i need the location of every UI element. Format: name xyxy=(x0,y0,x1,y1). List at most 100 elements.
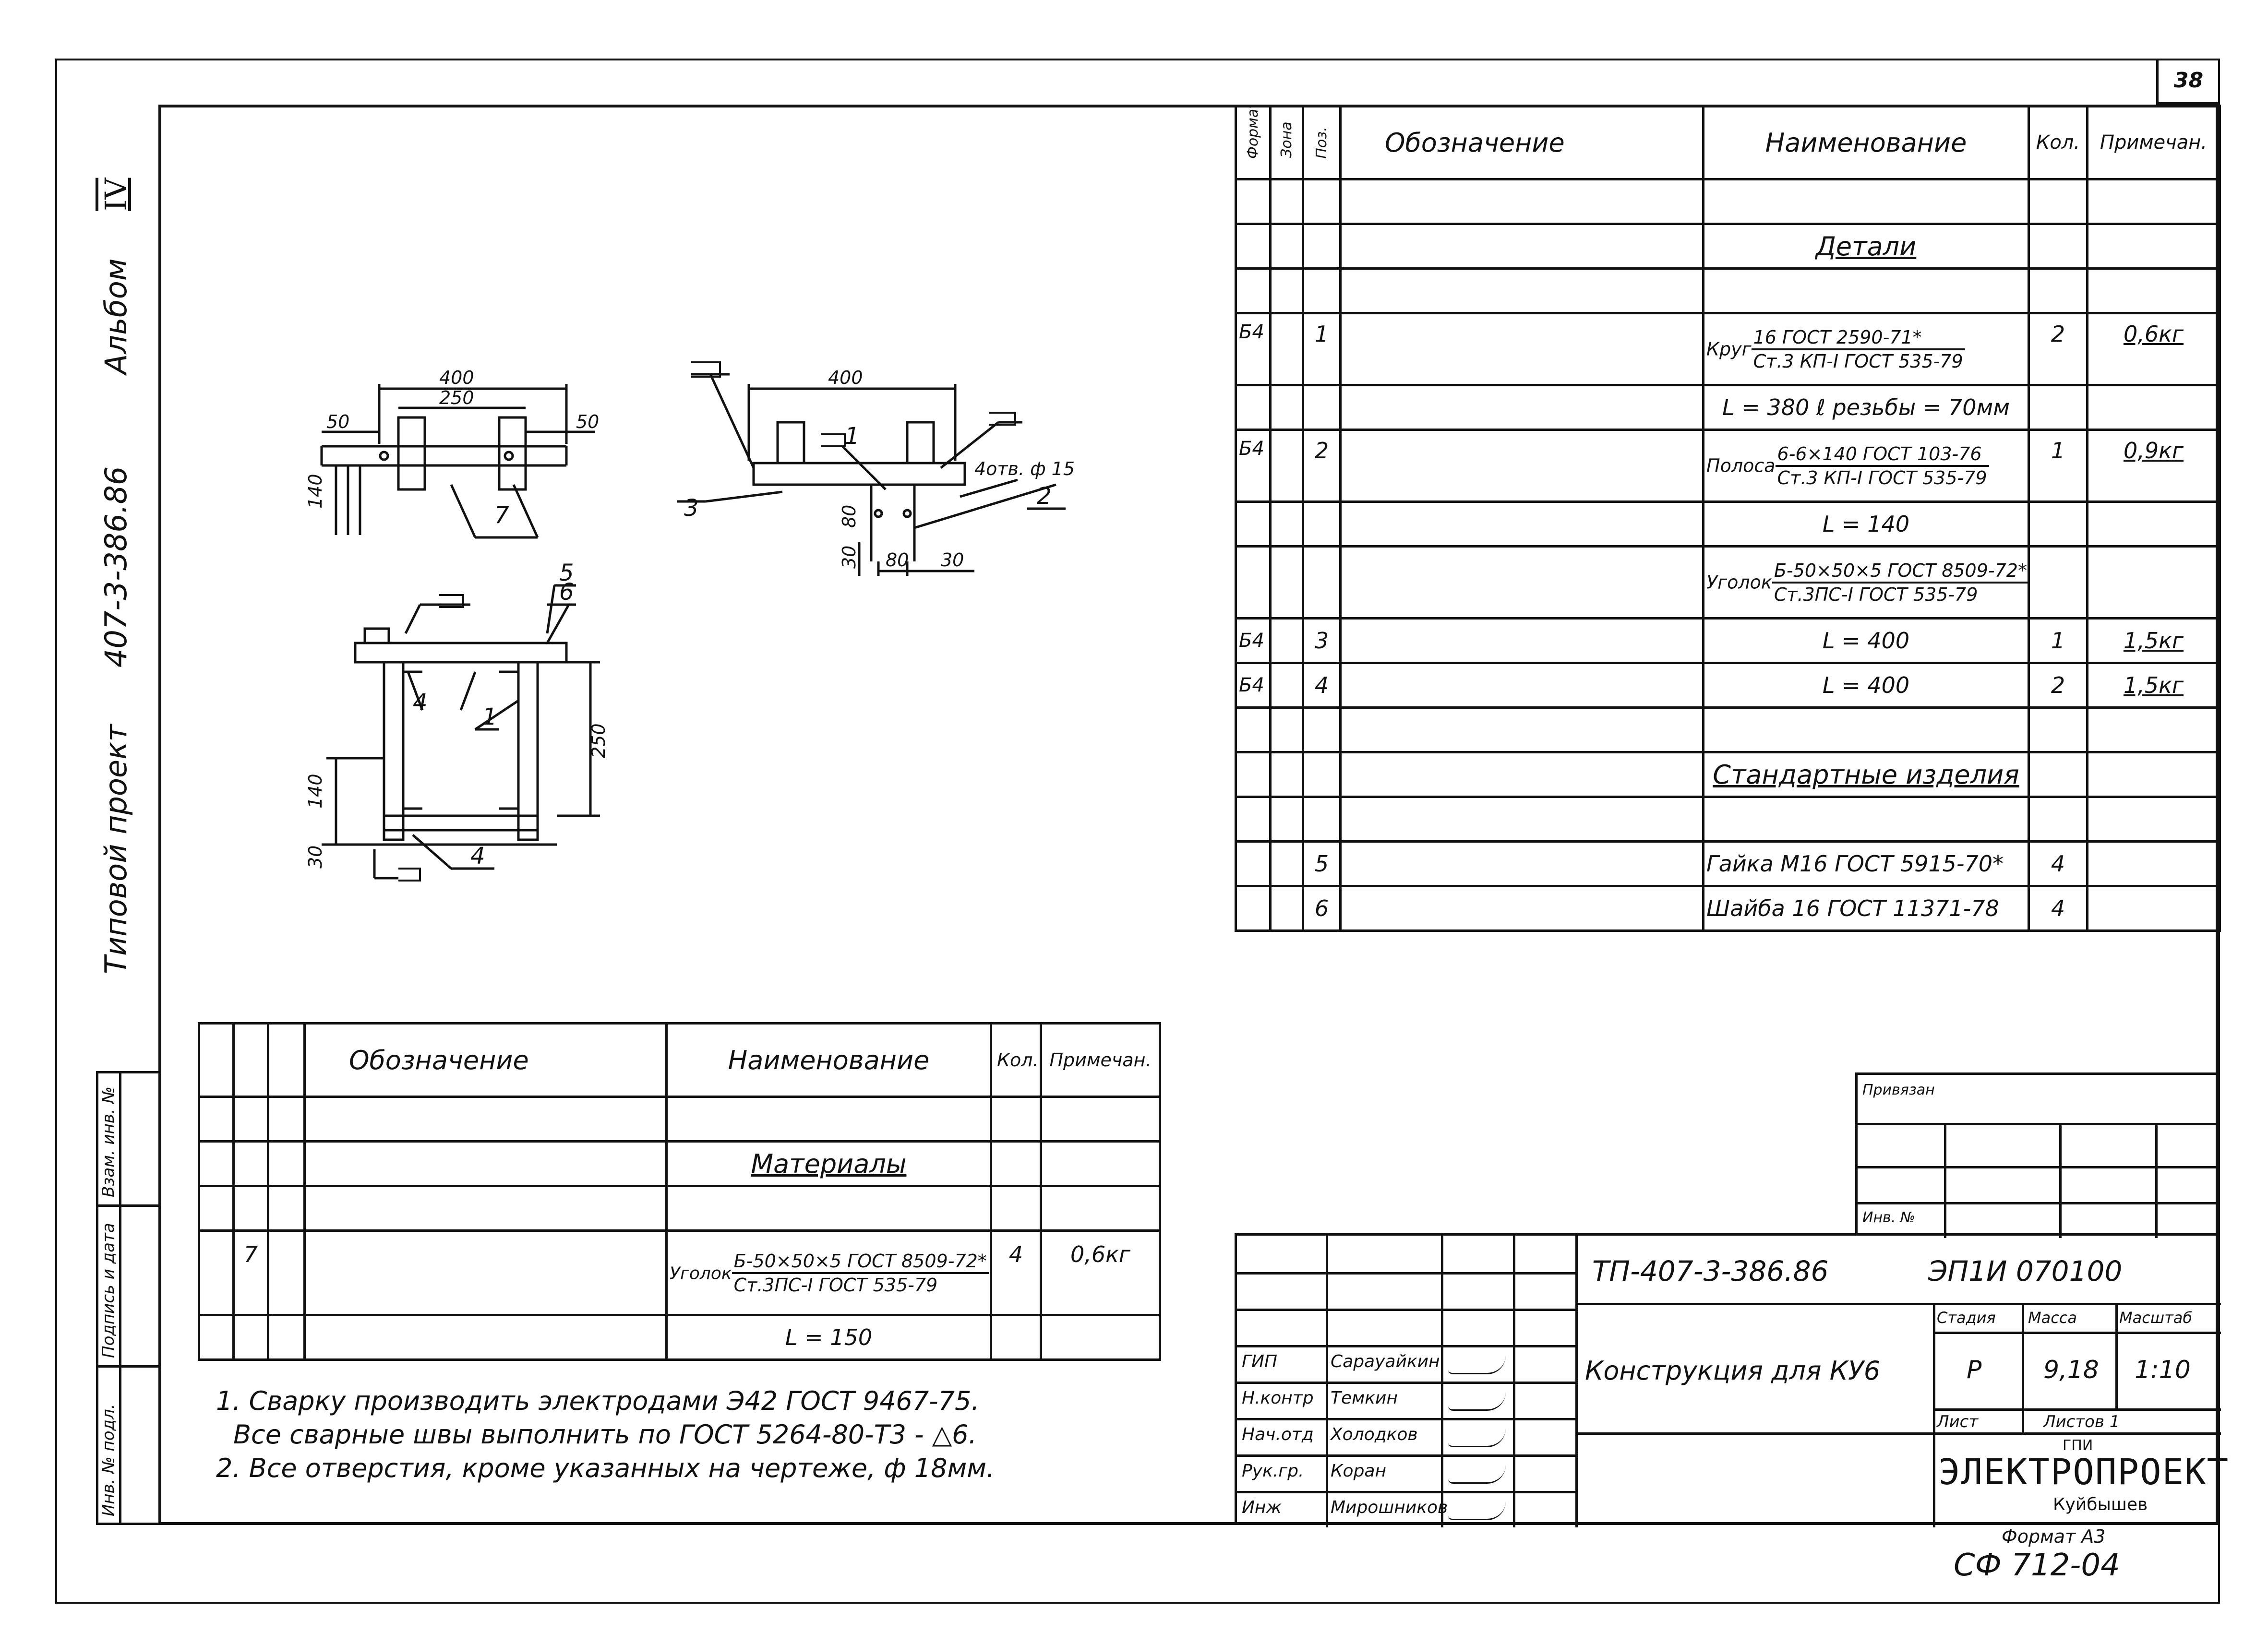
spec-note xyxy=(2086,751,2221,798)
dim-30-v3: 30 xyxy=(305,846,326,869)
spec-pos xyxy=(1302,751,1342,798)
spec-format xyxy=(1235,384,1272,431)
spec-note: 0,9кг xyxy=(2086,429,2221,503)
header-name: Наименование xyxy=(1702,105,2030,180)
doc-code: ТП-407-3-386.86 xyxy=(1592,1255,1829,1287)
mat-row-empty xyxy=(198,1185,1161,1232)
inv-podl-label: Инв. № подл. xyxy=(99,1404,118,1516)
note-1-cont: Все сварные швы выполнить по ГОСТ 5264-8… xyxy=(233,1419,977,1450)
signature-mark xyxy=(1448,1465,1506,1484)
weld-symbol xyxy=(439,594,464,608)
spec-pos: 2 xyxy=(1302,429,1342,503)
spec-designation xyxy=(1339,885,1704,932)
sheet-number-box: 38 xyxy=(2156,59,2219,105)
spec-qty xyxy=(2028,706,2088,753)
stage-value: Р xyxy=(1967,1356,1982,1384)
dim-50-right: 50 xyxy=(576,411,599,432)
mat-header-note: Примечан. xyxy=(1040,1022,1161,1098)
album-label-text: Альбом xyxy=(98,258,133,374)
spec-pos: 3 xyxy=(1302,617,1342,664)
spec-designation xyxy=(1339,796,1704,843)
spec-format xyxy=(1235,178,1272,225)
inv-no-label: Инв. № xyxy=(1862,1209,1916,1226)
sidebar-boxes xyxy=(96,1071,158,1525)
spec-zone xyxy=(1269,885,1304,932)
spec-pos: 1 xyxy=(1302,312,1342,386)
spec-format xyxy=(1235,500,1272,548)
spec-qty: 1 xyxy=(2028,617,2088,664)
weld-symbol xyxy=(691,361,721,378)
spec-name-prefix: Уголок xyxy=(1706,572,1772,593)
mat-item-frac-top: Б-50×50×5 ГОСТ 8509-72* xyxy=(732,1250,989,1274)
materials-table: Обозначение Наименование Кол. Примечан. … xyxy=(198,1022,1161,1361)
signer-name: Сарауайкин xyxy=(1331,1352,1440,1371)
mass-value: 9,18 xyxy=(2043,1356,2099,1384)
spec-designation xyxy=(1339,617,1704,664)
spec-zone xyxy=(1269,429,1304,503)
spec-designation xyxy=(1339,500,1704,548)
materials-header-row: Обозначение Наименование Кол. Примечан. xyxy=(198,1022,1161,1098)
spec-header-row: Формат Зона Поз. Обозначение Наименовани… xyxy=(1235,105,2221,180)
spec-note xyxy=(2086,267,2221,314)
signature-row-line xyxy=(1237,1272,1575,1275)
spec-pos xyxy=(1302,796,1342,843)
sheet-label: Лист xyxy=(1937,1412,1979,1431)
spec-zone xyxy=(1269,662,1304,709)
callout-2: 2 xyxy=(1037,483,1052,510)
mass-label: Масса xyxy=(2028,1309,2077,1327)
spec-qty xyxy=(2028,500,2088,548)
header-pos: Поз. xyxy=(1313,126,1330,159)
spec-frac-bot: Ст.3 КП-I ГОСТ 535-79 xyxy=(1777,467,1987,488)
spec-designation xyxy=(1339,545,1704,619)
format-label: Формат А3 xyxy=(2002,1526,2106,1547)
spec-qty xyxy=(2028,796,2088,843)
org-name: ЭЛЕКТРОПРОЕКТ xyxy=(1939,1452,2230,1493)
spec-section-title: Детали xyxy=(1815,231,1917,262)
header-zone: Зона xyxy=(1278,121,1295,158)
spec-zone xyxy=(1269,751,1304,798)
materials-section-title: Материалы xyxy=(751,1148,907,1179)
spec-format xyxy=(1235,706,1272,753)
spec-name: Детали xyxy=(1702,223,2030,270)
spec-zone xyxy=(1269,500,1304,548)
spec-name: L = 380 ℓ резьбы = 70мм xyxy=(1702,384,2030,431)
spec-zone xyxy=(1269,545,1304,619)
dim-400-v1: 400 xyxy=(439,367,474,388)
spec-name-prefix: Круг xyxy=(1706,338,1752,359)
spec-note: 1,5кг xyxy=(2086,617,2221,664)
spec-name-fraction: Б-50×50×5 ГОСТ 8509-72*Ст.3ПС-I ГОСТ 535… xyxy=(1772,560,2027,606)
spec-note xyxy=(2086,706,2221,753)
spec-name xyxy=(1702,796,2030,843)
spec-frac-bot: Ст.3ПС-I ГОСТ 535-79 xyxy=(1774,584,1978,605)
spec-qty: 4 xyxy=(2028,885,2088,932)
spec-note: 0,6кг xyxy=(2086,312,2221,386)
spec-qty xyxy=(2028,751,2088,798)
mat-item-pos: 7 xyxy=(232,1229,269,1316)
spec-row xyxy=(1235,796,2221,843)
mat-header-designation: Обозначение xyxy=(303,1022,668,1098)
weld-symbol xyxy=(989,412,1016,426)
spec-format xyxy=(1235,796,1272,843)
spec-name: L = 400 xyxy=(1702,662,2030,709)
spec-qty xyxy=(2028,545,2088,619)
signature-row-line xyxy=(1237,1418,1575,1420)
spec-pos xyxy=(1302,706,1342,753)
spec-name xyxy=(1702,267,2030,314)
spec-note xyxy=(2086,885,2221,932)
mat-item-prefix: Уголок xyxy=(670,1263,732,1283)
spec-frac-bot: Ст.3 КП-I ГОСТ 535-79 xyxy=(1753,350,1963,372)
spec-name xyxy=(1702,178,2030,225)
spec-zone xyxy=(1269,223,1304,270)
spec-designation xyxy=(1339,706,1704,753)
signature-row-line xyxy=(1237,1454,1575,1457)
spec-format xyxy=(1235,545,1272,619)
callout-3: 3 xyxy=(684,495,699,522)
mat-item-qty: 4 xyxy=(990,1229,1042,1316)
spec-name: L = 140 xyxy=(1702,500,2030,548)
drawing-title: Конструкция для КУ6 xyxy=(1585,1356,1881,1386)
spec-designation xyxy=(1339,840,1704,887)
spec-frac-top: 16 ГОСТ 2590-71* xyxy=(1751,326,1965,350)
spec-zone xyxy=(1269,312,1304,386)
spec-note: 1,5кг xyxy=(2086,662,2221,709)
